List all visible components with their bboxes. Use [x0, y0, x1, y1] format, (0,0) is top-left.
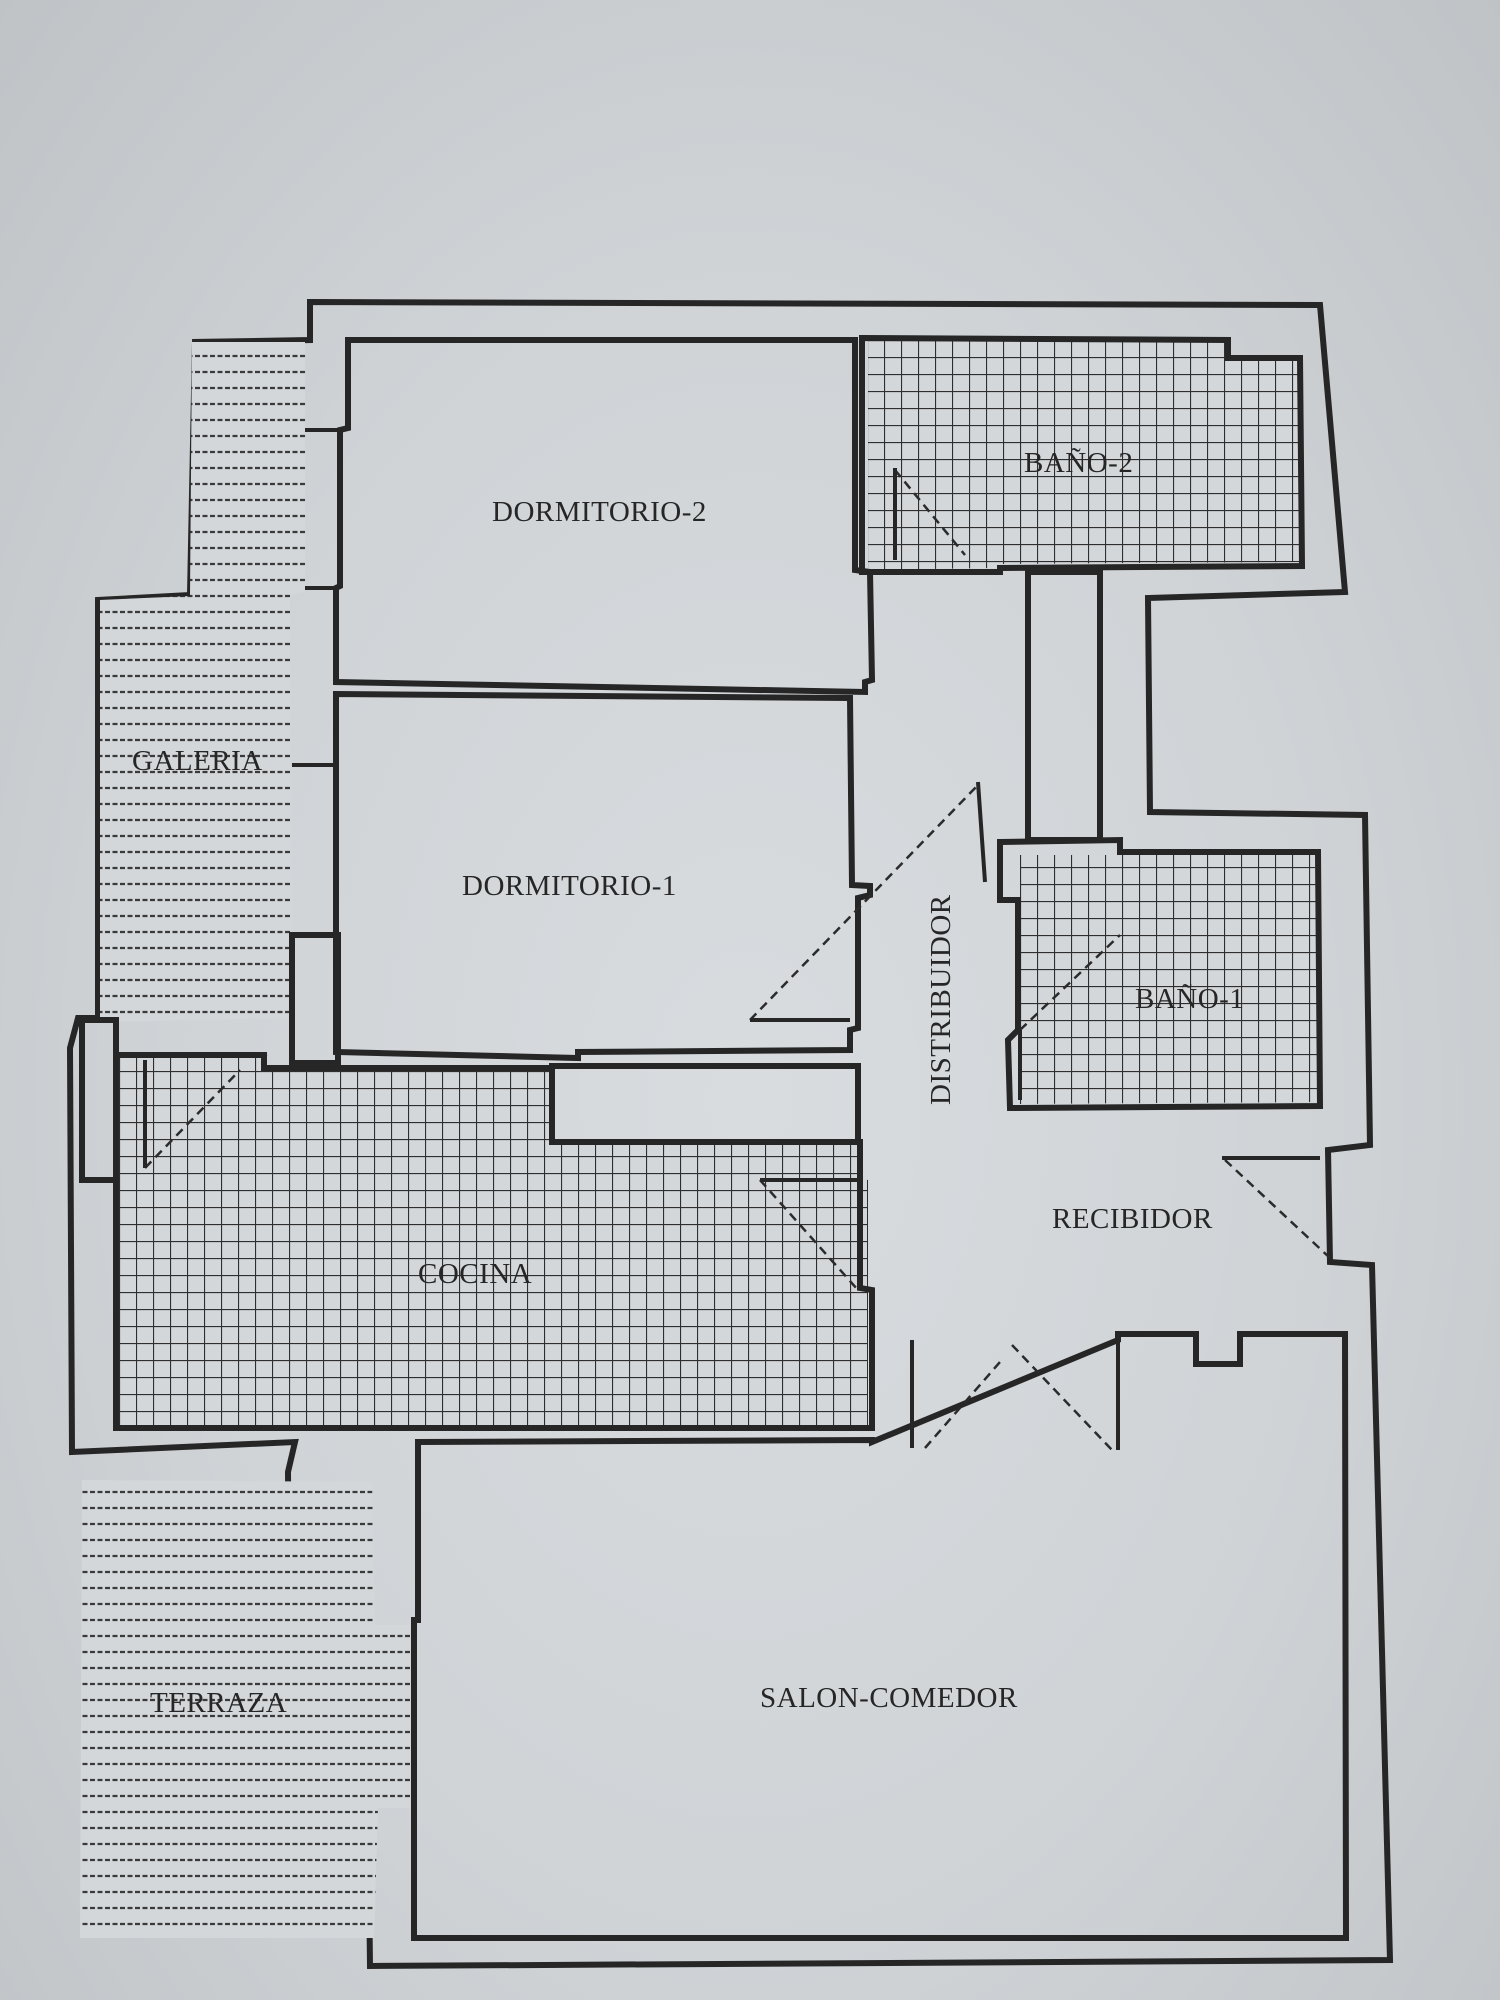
- corridor-duct: [1025, 569, 1103, 843]
- door-bano-1: [1019, 934, 1121, 1031]
- door-salon-right: [1011, 1344, 1113, 1451]
- terraza-floor: [80, 1480, 410, 1938]
- door-galeria: [144, 1069, 241, 1169]
- bano-1-walls: [997, 836, 1324, 1112]
- label-distribuidor: DISTRIBUIDOR: [925, 894, 957, 1105]
- bano-2-walls: [859, 334, 1306, 575]
- galeria-window: [79, 1017, 119, 1183]
- label-dormitorio-2: DORMITORIO-2: [492, 496, 707, 528]
- bano-1-floor: [1020, 852, 1318, 1104]
- interior-walls: [79, 334, 1350, 1941]
- cocina-cabinet: [549, 1063, 861, 1145]
- galeria-pier: [289, 932, 341, 1066]
- label-bano-2: BAÑO-2: [1024, 447, 1133, 479]
- galeria-floor: [100, 342, 305, 1022]
- dormitorio-1-walls: [333, 690, 873, 1062]
- door-dormitorio-1: [749, 784, 979, 1021]
- label-terraza: TERRAZA: [150, 1687, 287, 1719]
- label-recibidor: RECIBIDOR: [1052, 1203, 1213, 1235]
- label-dormitorio-1: DORMITORIO-1: [462, 870, 677, 902]
- door-dormitorio-1-leaf: [750, 781, 987, 1022]
- door-swings: [143, 468, 1331, 1451]
- room-labels: DORMITORIO-2 BAÑO-2 GALERIA DORMITORIO-1…: [132, 447, 1244, 1719]
- cocina-floor: [118, 1055, 868, 1428]
- door-entrance: [1224, 1159, 1331, 1259]
- door-bano-2: [894, 469, 966, 556]
- galeria-wall-strip: [292, 428, 340, 937]
- door-salon-left: [924, 1361, 1001, 1449]
- salon-walls: [411, 1331, 1350, 1941]
- label-bano-1: BAÑO-1: [1135, 983, 1244, 1015]
- bano-2-floor: [868, 340, 1300, 570]
- label-salon-comedor: SALON-COMEDOR: [760, 1682, 1018, 1714]
- label-cocina: COCINA: [418, 1258, 532, 1290]
- door-cocina: [759, 1179, 859, 1291]
- label-galeria: GALERIA: [132, 745, 263, 777]
- cocina-walls: [113, 1052, 875, 1431]
